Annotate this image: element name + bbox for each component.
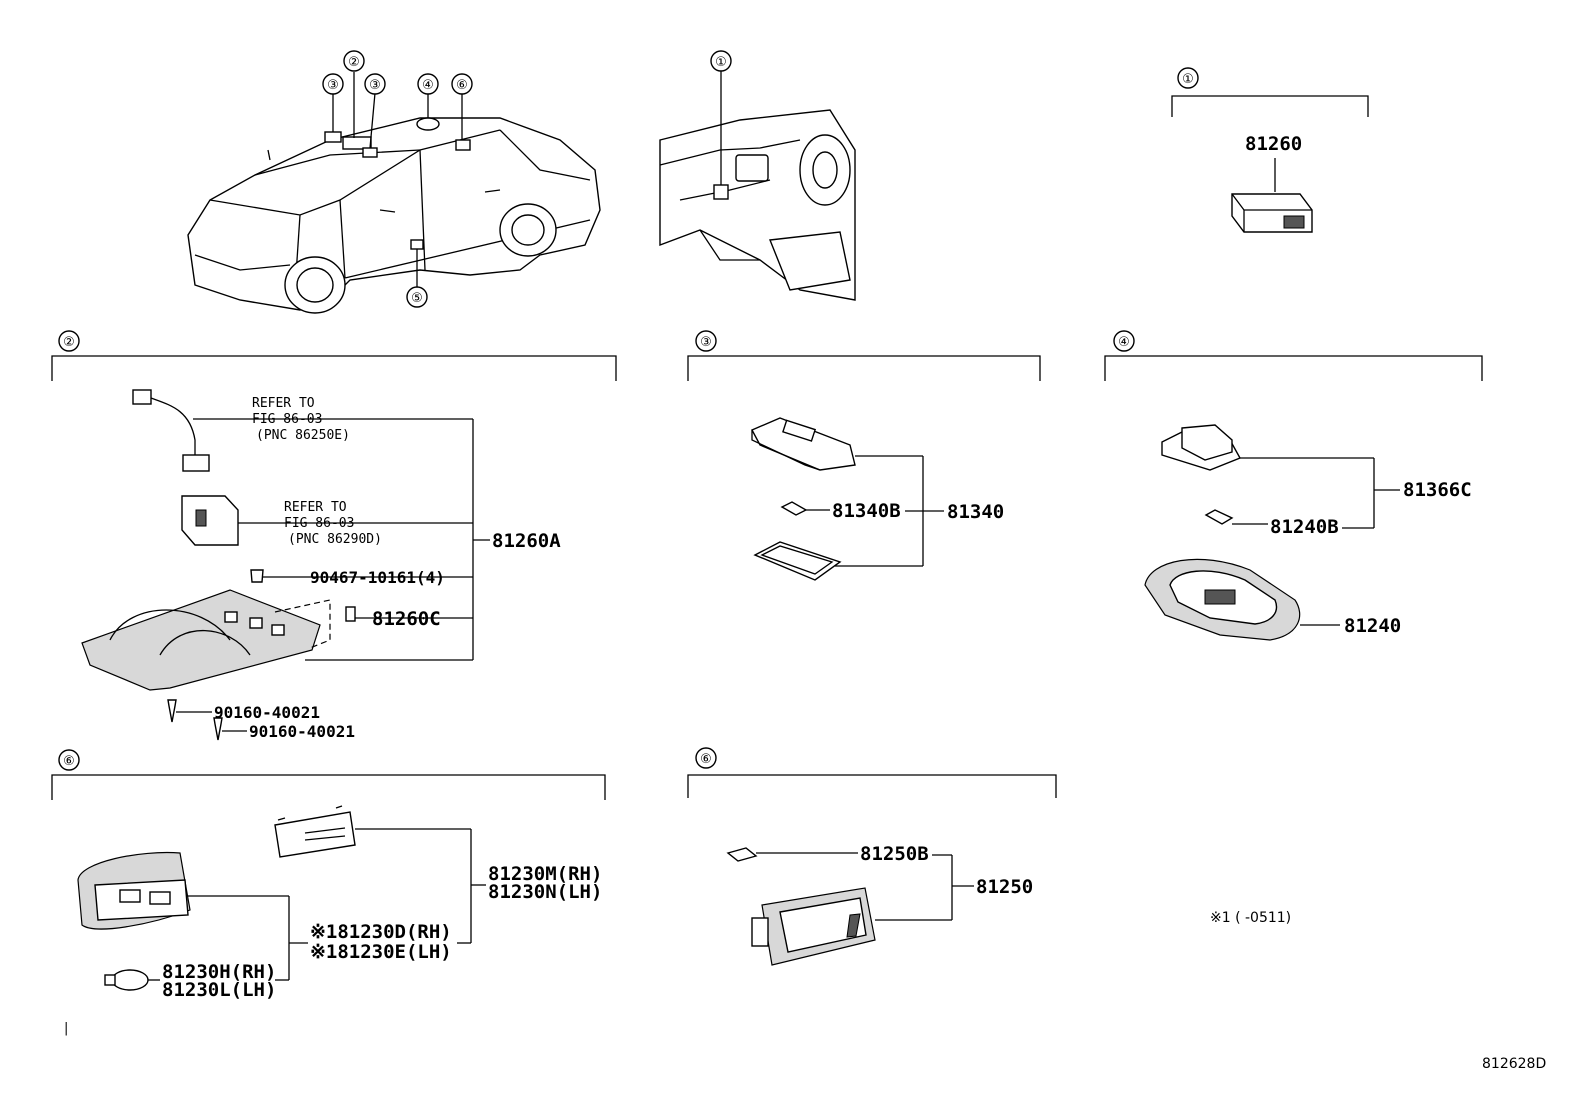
callout-5-car: ⑤ bbox=[411, 291, 423, 306]
part-81260A: 81260A bbox=[492, 530, 561, 552]
callout-1-dash: ① bbox=[715, 55, 727, 70]
part-81260: 81260 bbox=[1245, 133, 1302, 155]
part-81230N: 81230N(LH) bbox=[488, 881, 602, 903]
callout-3-section: ③ bbox=[700, 335, 712, 350]
section-6-right: ⑥ 81250B 81250 bbox=[687, 747, 1057, 966]
car-illustration bbox=[187, 117, 601, 314]
ref-2-line-c: (PNC 86290D) bbox=[288, 532, 382, 547]
part-81230L: 81230L(LH) bbox=[162, 979, 276, 1001]
step-lamp-81250 bbox=[751, 887, 876, 966]
part-81230M: 81230M(RH) bbox=[488, 863, 602, 885]
part-81240: 81240 bbox=[1344, 615, 1401, 637]
callout-6-section-right: ⑥ bbox=[700, 752, 712, 767]
callout-3-right: ③ bbox=[369, 78, 381, 93]
part-81340B: 81340B bbox=[832, 500, 901, 522]
margin-mark: | bbox=[64, 1021, 68, 1036]
part-90467-10161: 90467-10161(4) bbox=[310, 568, 445, 587]
diagram-code: 812628D bbox=[1482, 1056, 1546, 1072]
part-81230D: ※181230D(RH) bbox=[310, 921, 452, 943]
part-81250B: 81250B bbox=[860, 843, 929, 865]
lamp-unit-81366C bbox=[1161, 424, 1241, 471]
ref-1-line-c: (PNC 86250E) bbox=[256, 428, 350, 443]
ref-1-line-a: REFER TO bbox=[252, 396, 315, 411]
callout-2-section: ② bbox=[63, 335, 75, 350]
callout-1-section: ① bbox=[1182, 72, 1194, 87]
part-90160-40021-b: 90160-40021 bbox=[249, 722, 355, 741]
map-lamp-81260 bbox=[1231, 193, 1313, 233]
lamp-cover-81240 bbox=[1144, 558, 1301, 641]
car-callouts bbox=[322, 50, 473, 308]
screw-parts bbox=[167, 699, 223, 741]
footnote: ※1 ( -0511) bbox=[1210, 910, 1291, 926]
section-3: ③ 81340B 81340 bbox=[687, 330, 1041, 581]
callout-3-left: ③ bbox=[327, 78, 339, 93]
section-1: ① 81260 bbox=[1171, 67, 1369, 233]
lamp-base-81340 bbox=[753, 541, 842, 581]
lamp-connector-81230M bbox=[274, 805, 356, 858]
part-81260C: 81260C bbox=[372, 608, 441, 630]
section-6-left: ⑥ 81230M(RH) 81230N(LH) ※181230D(RH) ※18… bbox=[51, 749, 606, 1001]
part-81250: 81250 bbox=[976, 876, 1033, 898]
part-81230E: ※181230E(LH) bbox=[310, 941, 452, 963]
callout-6-car: ⑥ bbox=[456, 78, 468, 93]
lamp-lens-81340 bbox=[751, 417, 856, 471]
ref-2-line-a: REFER TO bbox=[284, 500, 347, 515]
part-81230H: 81230H(RH) bbox=[162, 961, 276, 983]
section-4: ④ 81240B 81366C 81240 bbox=[1104, 330, 1483, 641]
callout-4-section: ④ bbox=[1118, 335, 1130, 350]
part-81240B: 81240B bbox=[1270, 516, 1339, 538]
part-81366C: 81366C bbox=[1403, 479, 1472, 501]
callout-4-car: ④ bbox=[422, 78, 434, 93]
dashboard-illustration bbox=[659, 109, 856, 301]
microphone-part bbox=[132, 389, 210, 472]
module-part bbox=[181, 495, 239, 546]
bulb-81230H bbox=[104, 969, 149, 991]
callout-6-section-left: ⑥ bbox=[63, 754, 75, 769]
callout-2-car: ② bbox=[348, 55, 360, 70]
courtesy-lamp-81230D bbox=[77, 851, 191, 930]
part-90160-40021-a: 90160-40021 bbox=[214, 703, 320, 722]
section-2: ② REFER TO FIG 86-03 (PNC 86250E) REFER … bbox=[51, 330, 617, 741]
part-81340: 81340 bbox=[947, 501, 1004, 523]
console-housing bbox=[81, 589, 321, 691]
